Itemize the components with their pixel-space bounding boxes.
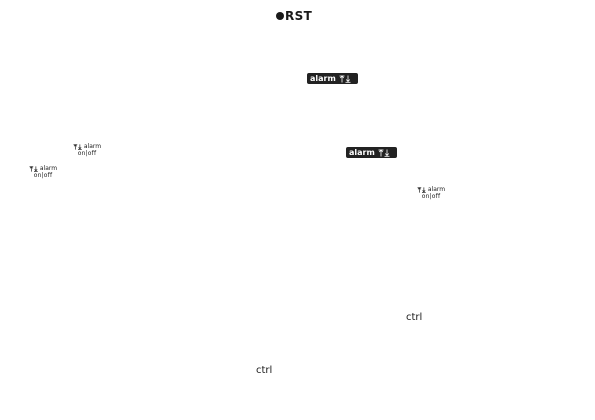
- alarm-onoff-subtitle: on|off: [77, 149, 97, 157]
- alarm-onoff-title: alarm: [83, 143, 102, 150]
- alarm-onoff-subtitle: on|off: [33, 171, 53, 179]
- alarm-label-text: alarm: [349, 148, 375, 157]
- brand-logo-text: RST: [285, 9, 313, 23]
- alarm-label-dark: alarm: [307, 73, 358, 84]
- bell-arrow-icon: [73, 144, 82, 151]
- brand-logo: RST: [276, 9, 312, 23]
- filled-circle-icon: [276, 12, 284, 20]
- alarm-label-text: alarm: [310, 74, 336, 83]
- alarm-onoff-title: alarm: [39, 165, 58, 172]
- alarm-onoff-label: alarm on|off: [415, 186, 447, 200]
- alarm-label-dark: alarm: [346, 147, 397, 158]
- ctrl-label: ctrl: [406, 312, 423, 323]
- alarm-onoff-label: alarm on|off: [27, 165, 59, 179]
- bell-arrow-icon: [417, 187, 426, 194]
- bell-arrow-icon: [339, 74, 351, 83]
- alarm-onoff-label: alarm on|off: [71, 143, 103, 157]
- alarm-onoff-subtitle: on|off: [421, 192, 441, 200]
- ctrl-label: ctrl: [256, 365, 273, 376]
- alarm-onoff-title: alarm: [427, 186, 446, 193]
- bell-arrow-icon: [378, 148, 390, 157]
- bell-arrow-icon: [29, 166, 38, 173]
